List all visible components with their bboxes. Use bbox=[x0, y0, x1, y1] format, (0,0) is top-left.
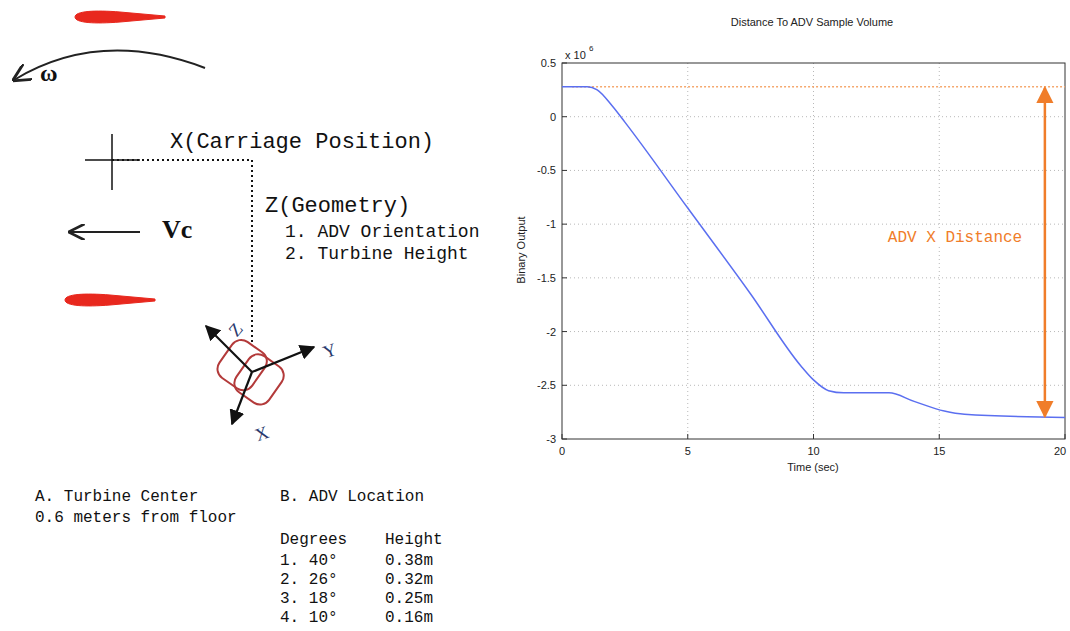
rotation-symbol: ω bbox=[40, 60, 58, 88]
geometry-line bbox=[251, 160, 253, 345]
axis-label: Y bbox=[320, 339, 339, 363]
grid-line bbox=[562, 385, 1065, 386]
adv-probe-body bbox=[213, 336, 271, 395]
tick-label: 0 bbox=[559, 445, 565, 458]
tick-mark bbox=[1065, 434, 1066, 439]
tick-label: 10 bbox=[807, 445, 819, 458]
adv-axis bbox=[232, 372, 252, 424]
annotation-label: ADV X Distance bbox=[885, 229, 1025, 247]
dimension-label: Z(Geometry) bbox=[265, 194, 410, 219]
tick-mark bbox=[562, 170, 567, 171]
carriage-position-line bbox=[112, 159, 252, 161]
tick-mark bbox=[562, 331, 567, 332]
turbine-blade bbox=[65, 294, 155, 306]
data-curve bbox=[562, 87, 1065, 418]
axis-multiplier: x 10 bbox=[565, 49, 586, 62]
velocity-arrow bbox=[70, 231, 140, 233]
chart-title: Distance To ADV Sample Volume bbox=[731, 16, 893, 29]
tick-label: -0.5 bbox=[537, 164, 556, 177]
tick-mark bbox=[562, 277, 567, 278]
tick-label: 20 bbox=[1054, 445, 1066, 458]
tick-label: 15 bbox=[933, 445, 945, 458]
turbine-blade bbox=[75, 11, 165, 23]
tick-label: -2.5 bbox=[537, 379, 556, 392]
note-text: A. Turbine Center bbox=[35, 488, 198, 506]
table-cell: 0.25m bbox=[385, 590, 433, 608]
tick-label: 0.5 bbox=[541, 57, 556, 70]
table-header: Height bbox=[385, 531, 443, 549]
tick-mark bbox=[562, 63, 567, 64]
grid-line bbox=[562, 277, 1065, 278]
note-text: 0.6 meters from floor bbox=[35, 509, 237, 527]
tick-mark bbox=[562, 116, 567, 117]
axis-title: Binary Output bbox=[515, 216, 528, 283]
adv-probe bbox=[212, 336, 289, 409]
distance-arrow bbox=[1044, 88, 1047, 417]
table-cell: 0.32m bbox=[385, 571, 433, 589]
tick-mark bbox=[562, 434, 563, 439]
tick-label: -2 bbox=[546, 325, 556, 338]
velocity-label: Vc bbox=[162, 215, 192, 245]
table-cell: 0.38m bbox=[385, 552, 433, 570]
tick-label: 0 bbox=[550, 110, 556, 123]
grid-line bbox=[562, 116, 1065, 117]
note-text: 2. Turbine Height bbox=[285, 244, 469, 265]
grid-line bbox=[813, 63, 814, 439]
note-text: 1. ADV Orientation bbox=[285, 222, 479, 243]
axis-label: Z bbox=[225, 319, 248, 341]
tick-mark bbox=[562, 224, 567, 225]
table-header: Degrees bbox=[280, 531, 347, 549]
plot-frame bbox=[562, 63, 1065, 439]
table-cell: 4. 10° bbox=[280, 609, 338, 627]
turbine-center-cross bbox=[111, 134, 113, 190]
tick-label: -1.5 bbox=[537, 272, 556, 285]
adv-axis bbox=[252, 347, 314, 372]
tick-mark bbox=[562, 385, 567, 386]
table-cell: 0.16m bbox=[385, 609, 433, 627]
table-cell: 3. 18° bbox=[280, 590, 338, 608]
tick-mark bbox=[939, 434, 940, 439]
dimension-label: X(Carriage Position) bbox=[170, 130, 434, 155]
grid-line bbox=[687, 63, 688, 439]
axis-title: Time (sec) bbox=[787, 461, 839, 474]
note-text: B. ADV Location bbox=[280, 488, 424, 506]
tick-label: 5 bbox=[685, 445, 691, 458]
table-cell: 1. 40° bbox=[280, 552, 338, 570]
grid-line bbox=[562, 170, 1065, 171]
tick-label: -3 bbox=[546, 433, 556, 446]
tick-label: -1 bbox=[546, 218, 556, 231]
tick-mark bbox=[687, 434, 688, 439]
reference-line bbox=[572, 86, 1065, 88]
table-cell: 2. 26° bbox=[280, 571, 338, 589]
grid-line bbox=[939, 63, 940, 439]
axis-exponent: 6 bbox=[589, 44, 593, 53]
tick-mark bbox=[813, 434, 814, 439]
axis-label: X bbox=[252, 422, 271, 446]
tick-mark bbox=[562, 439, 567, 440]
